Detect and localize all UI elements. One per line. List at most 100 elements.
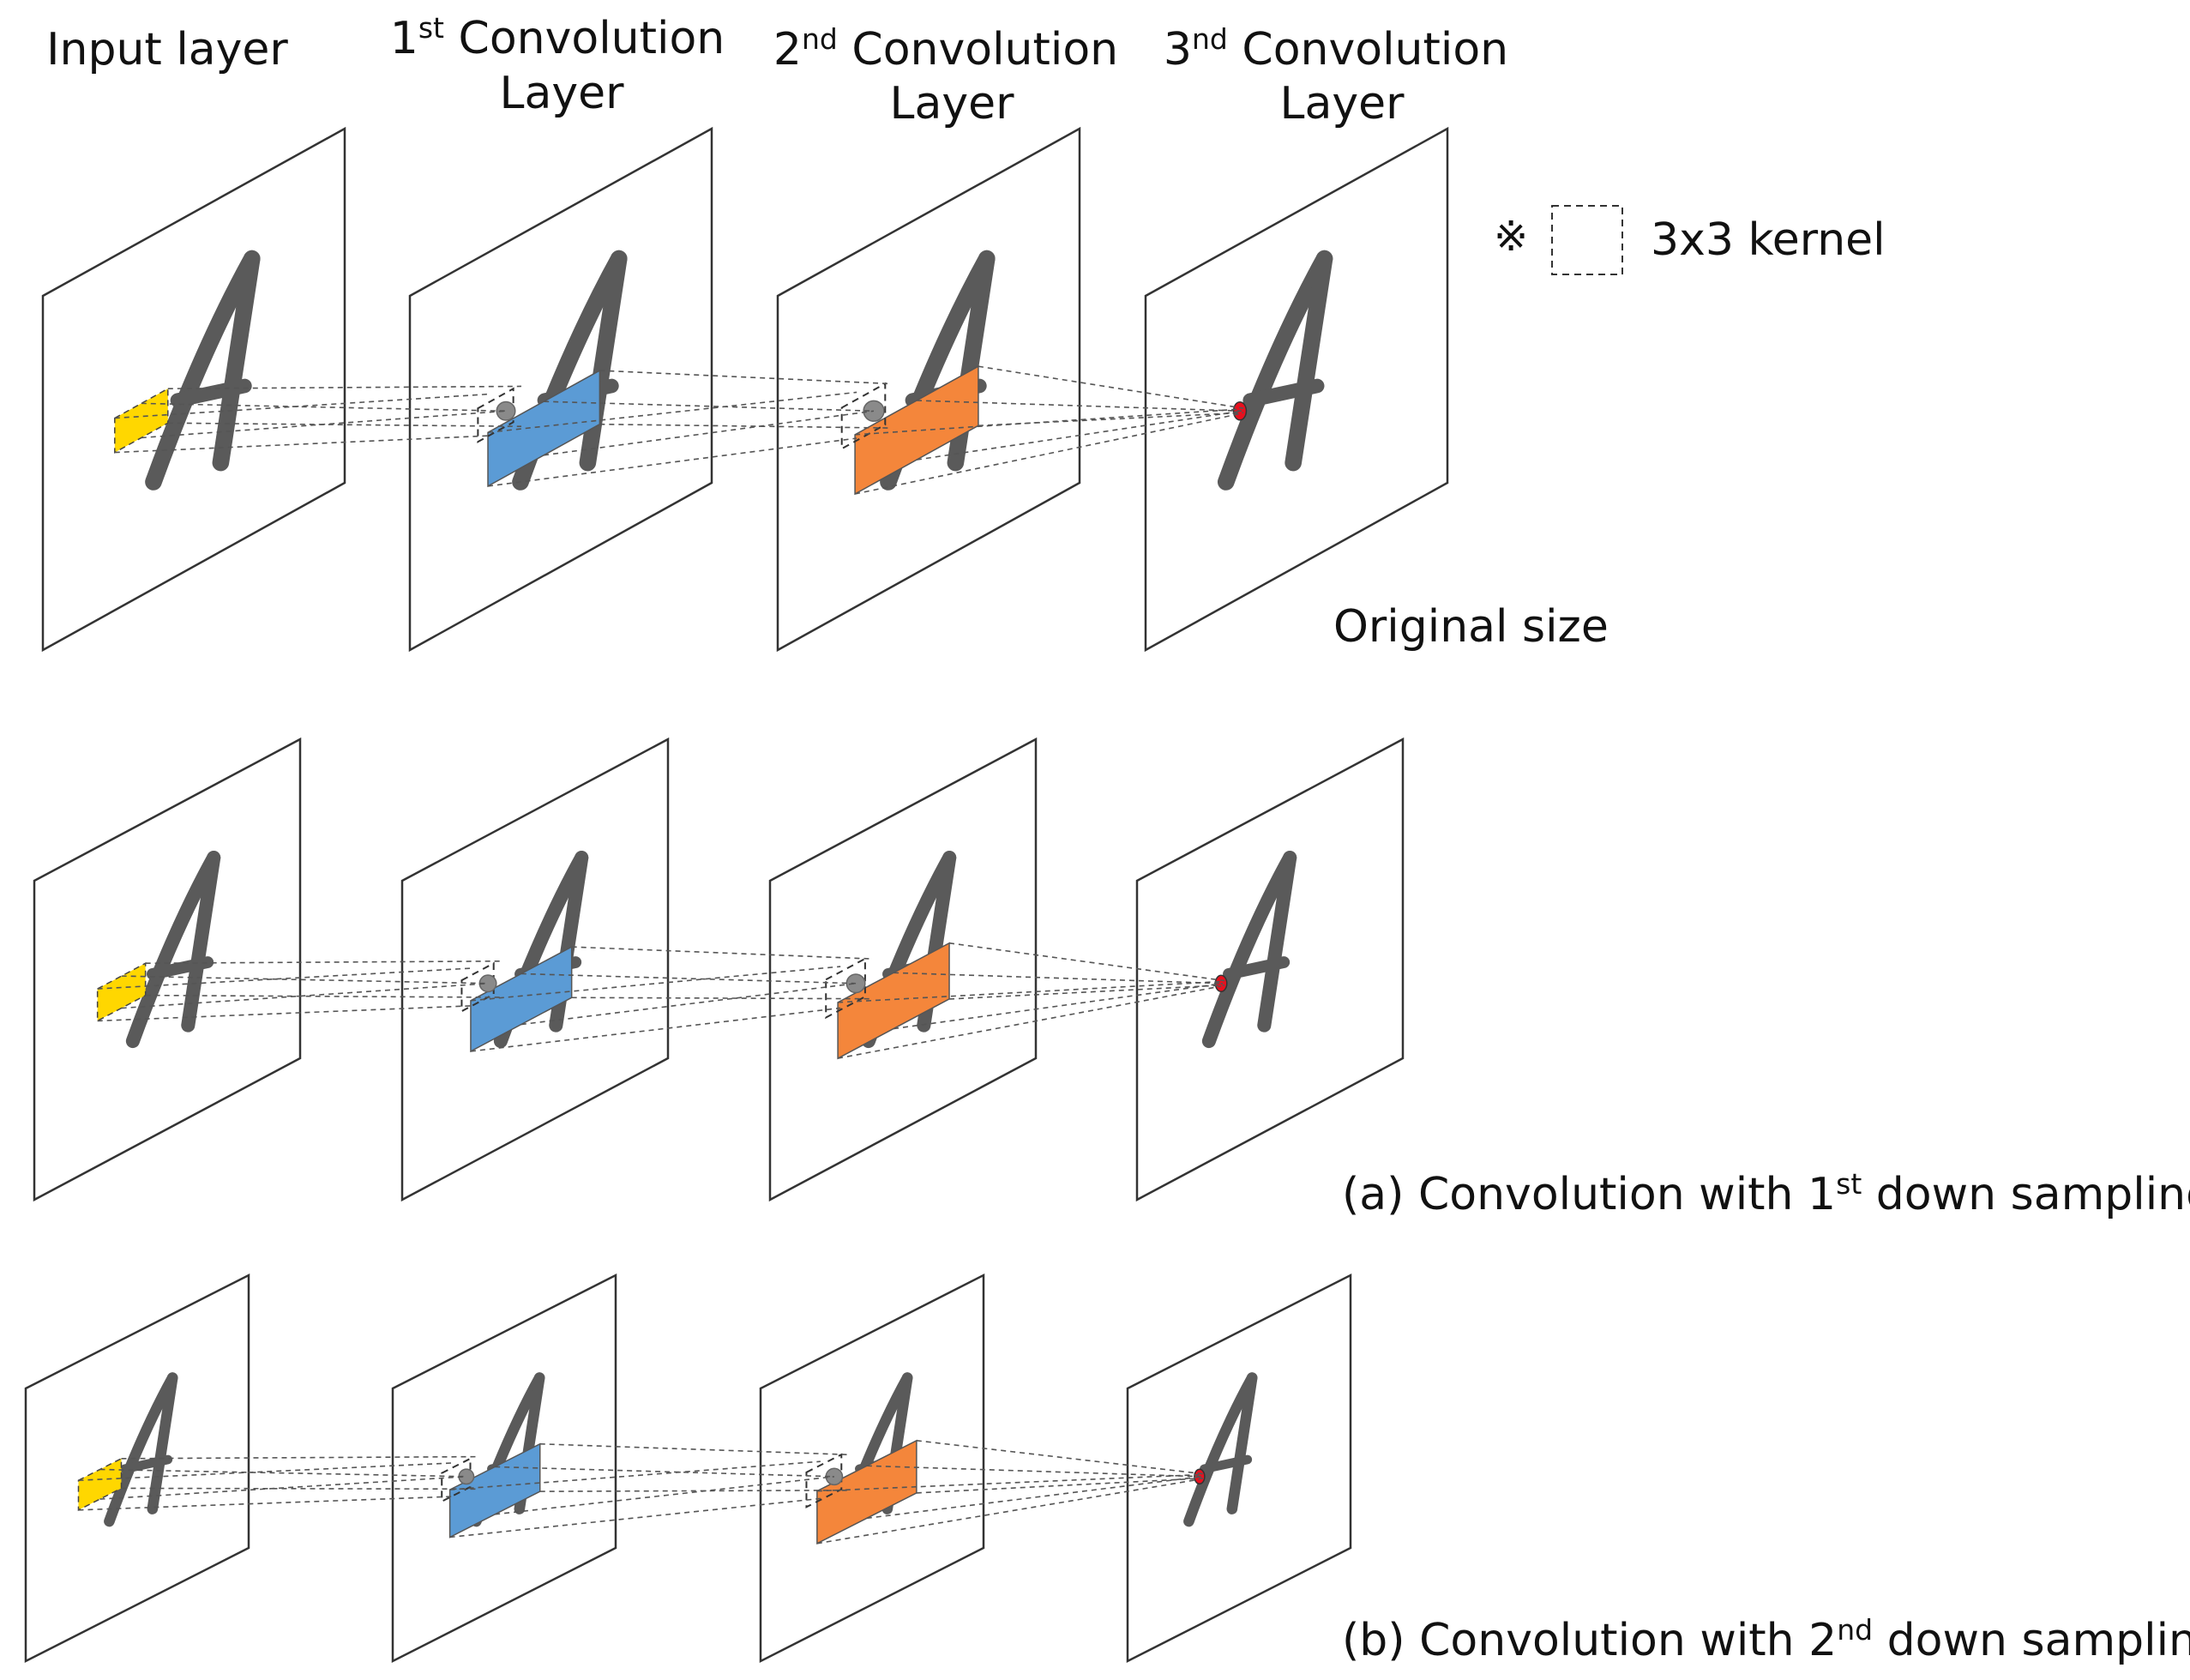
layer-plane-group	[1126, 1273, 1352, 1664]
letter-a-right-stroke	[1285, 250, 1333, 472]
letter-a-right-stroke	[579, 250, 628, 472]
kernel-window	[840, 382, 887, 450]
projection-ray	[893, 982, 1224, 1030]
projection-ray	[599, 423, 891, 429]
projection-rays	[78, 1440, 1203, 1545]
projection-ray	[539, 1442, 848, 1455]
letter-a-crossbar	[147, 956, 214, 980]
letter-a-left-stroke	[125, 851, 221, 1049]
projection-ray	[99, 1468, 466, 1478]
projection-ray	[893, 972, 1224, 985]
projection-ray	[816, 1473, 1200, 1492]
projection-ray	[978, 412, 1244, 427]
projection-ray	[97, 967, 474, 990]
kernel-window	[825, 957, 866, 1020]
letter-a-left-stroke	[1217, 250, 1333, 491]
projection-ray	[838, 980, 1222, 1003]
projection-ray	[167, 422, 521, 428]
letter-a-right-stroke	[147, 1372, 178, 1514]
letter-a-right-stroke	[1226, 1372, 1258, 1514]
layer-stacks	[24, 126, 1449, 1664]
letter-a-left-stroke	[145, 250, 261, 491]
column-header-conv1: 1st Convolution	[390, 11, 725, 64]
layer-plane-group	[41, 126, 346, 653]
layer-plane-group	[1135, 737, 1405, 1202]
layer-row-1	[33, 737, 1405, 1202]
projection-ray	[571, 997, 871, 1000]
projection-ray	[948, 984, 1225, 1000]
projection-ray	[916, 410, 1242, 461]
letter-a-crossbar	[1223, 956, 1291, 980]
layer-row-0	[41, 126, 1449, 653]
kernel-window	[477, 387, 514, 443]
legend-label: 3x3 kernel	[1651, 214, 1886, 266]
letter-a-crossbar	[1200, 1454, 1253, 1474]
center-dot	[496, 400, 516, 421]
column-header-conv2-line2: Layer	[890, 78, 1015, 129]
layer-plane-group	[391, 1273, 617, 1664]
projection-ray	[121, 1455, 479, 1460]
layer-row-2	[24, 1273, 1352, 1664]
layer-plane-group	[408, 126, 713, 653]
projection-ray	[121, 982, 489, 1009]
letter-a-left-stroke	[1183, 1372, 1258, 1527]
projection-ray	[167, 385, 521, 390]
projection-rays	[114, 365, 1244, 495]
letter-a-right-stroke	[212, 250, 261, 472]
projection-ray	[837, 985, 1222, 1059]
kernel-window	[441, 1457, 472, 1503]
row-caption-a: (a) Convolution with 1st down sampling	[1342, 1167, 2190, 1220]
projection-ray	[145, 960, 502, 965]
layer-plane-group	[400, 737, 670, 1202]
projection-ray	[145, 994, 502, 998]
projection-ray	[599, 370, 891, 385]
letter-a-left-stroke	[104, 1372, 178, 1527]
projection-ray	[539, 1490, 848, 1492]
projection-ray	[141, 410, 507, 439]
projection-ray	[544, 410, 875, 456]
projection-ray	[141, 402, 507, 412]
projection-rays	[97, 942, 1225, 1059]
projection-ray	[495, 1476, 834, 1515]
projection-ray	[114, 393, 491, 419]
letter-a-right-stroke	[181, 851, 221, 1033]
projection-ray	[114, 435, 491, 454]
legend-symbol: ※	[1494, 213, 1528, 261]
projection-ray	[97, 1004, 474, 1022]
column-header-conv1-line2: Layer	[500, 68, 625, 119]
projection-ray	[121, 1487, 479, 1490]
legend-kernel-box	[1551, 205, 1623, 275]
letter-a-crossbar	[170, 378, 252, 408]
row-caption-b: (b) Convolution with 2nd down sampling	[1342, 1613, 2190, 1666]
layer-plane-group	[1144, 126, 1449, 653]
kernel-window	[460, 961, 495, 1013]
projection-ray	[916, 400, 1242, 412]
projection-ray	[571, 946, 872, 960]
layer-plane-group	[33, 737, 302, 1202]
letter-a-crossbar	[120, 1454, 173, 1474]
row-caption-original: Original size	[1333, 601, 1609, 653]
projection-ray	[816, 1478, 1200, 1545]
projection-ray	[78, 1496, 454, 1511]
projection-ray	[916, 1478, 1203, 1494]
letter-a-crossbar	[1242, 378, 1325, 408]
letter-a-left-stroke	[1201, 851, 1297, 1049]
column-header-conv3-line2: Layer	[1280, 78, 1405, 129]
projection-ray	[978, 365, 1244, 409]
layer-plane-group	[24, 1273, 250, 1664]
layer-plane-group	[759, 1273, 985, 1664]
kernel-window	[805, 1453, 843, 1508]
projection-ray	[99, 1476, 466, 1500]
legend: ※ 3x3 kernel	[1494, 205, 1886, 275]
column-header-input: Input layer	[46, 24, 288, 75]
column-header-conv3: 3nd Convolution	[1164, 22, 1508, 75]
projection-ray	[544, 400, 875, 412]
projection-ray	[916, 1440, 1203, 1475]
column-header-conv2: 2nd Convolution	[773, 22, 1118, 75]
projection-ray	[121, 975, 489, 985]
projection-ray	[78, 1462, 454, 1481]
letter-a-right-stroke	[1257, 851, 1297, 1033]
layer-plane-group	[776, 126, 1081, 653]
